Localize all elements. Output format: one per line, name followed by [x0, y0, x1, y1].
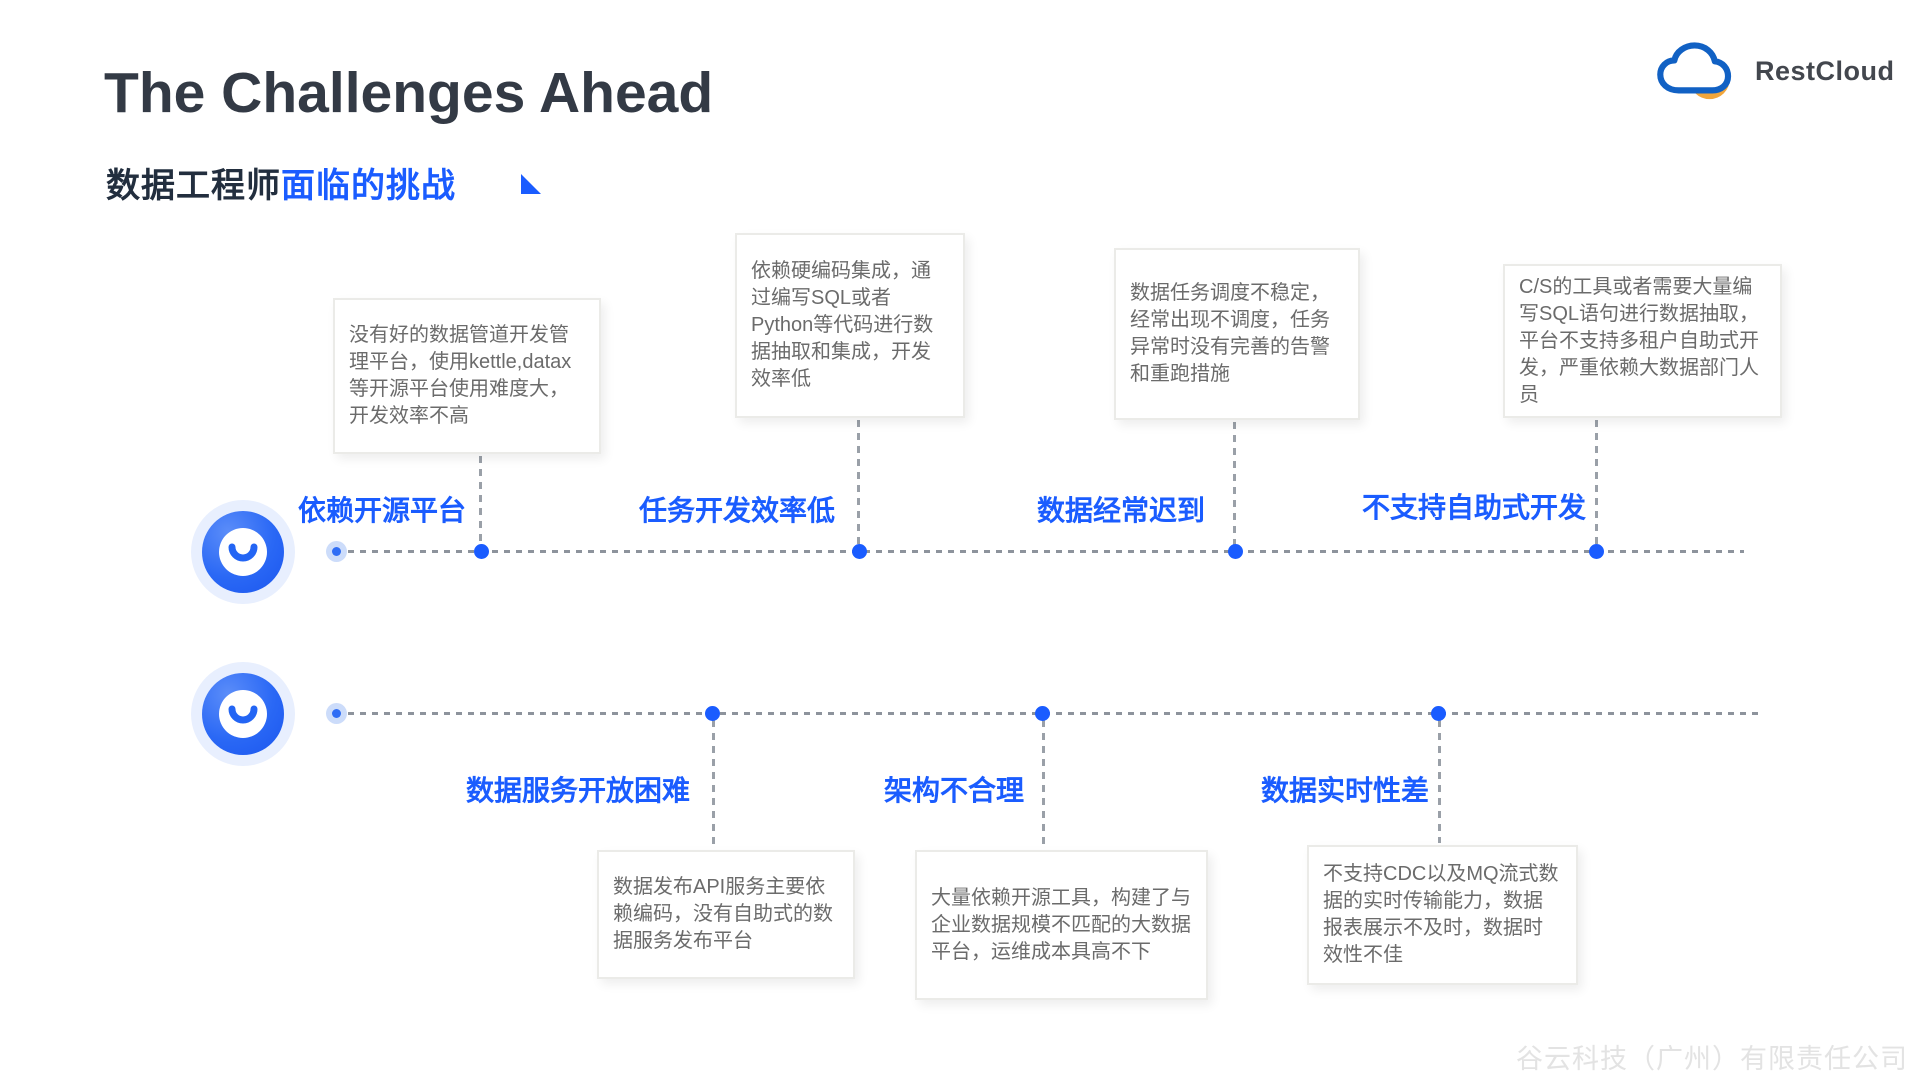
note-box: 大量依赖开源工具，构建了与企业数据规模不匹配的大数据平台，运维成本具高不下 — [915, 850, 1208, 1000]
smile-arc-icon — [228, 543, 258, 562]
note-box: 没有好的数据管道开发管理平台，使用kettle,datax等开源平台使用难度大，… — [333, 298, 601, 454]
note-text: 不支持CDC以及MQ流式数据的实时传输能力，数据报表展示不及时，数据时效性不佳 — [1323, 863, 1559, 966]
subtitle-dark-text: 数据工程师 — [106, 167, 281, 205]
note-text: 大量依赖开源工具，构建了与企业数据规模不匹配的大数据平台，运维成本具高不下 — [931, 886, 1191, 963]
note-text: C/S的工具或者需要大量编写SQL语句进行数据抽取，平台不支持多租户自助式开发，… — [1519, 275, 1760, 406]
note-box: 数据发布API服务主要依赖编码，没有自助式的数据服务发布平台 — [597, 850, 855, 979]
timeline-dot — [1431, 706, 1446, 721]
challenge-label: 架构不合理 — [883, 775, 1024, 806]
badge-ring — [202, 511, 284, 593]
note-box: 数据任务调度不稳定，经常出现不调度，任务异常时没有完善的告警和重跑措施 — [1114, 248, 1360, 420]
timeline-dot — [1228, 544, 1243, 559]
timeline-dot — [474, 544, 489, 559]
timeline-top-line — [336, 550, 1744, 553]
cloud-logo-icon — [1657, 42, 1732, 100]
challenge-label: 任务开发效率低 — [638, 495, 835, 526]
connector-line — [479, 456, 482, 546]
timeline-start-dot — [326, 703, 347, 724]
challenge-label: 依赖开源平台 — [297, 495, 466, 526]
challenge-label: 数据实时性差 — [1260, 775, 1429, 806]
smile-badge-icon — [191, 500, 295, 604]
challenge-label: 数据服务开放困难 — [465, 775, 690, 806]
badge-face — [219, 528, 267, 576]
connector-line — [857, 420, 860, 546]
connector-line — [1595, 420, 1598, 546]
subtitle-highlight-text: 面临的挑战 — [281, 167, 456, 205]
timeline-dot — [705, 706, 720, 721]
connector-line — [1042, 720, 1045, 848]
timeline-dot — [1035, 706, 1050, 721]
note-box: 不支持CDC以及MQ流式数据的实时传输能力，数据报表展示不及时，数据时效性不佳 — [1307, 845, 1578, 985]
brand-name: RestCloud — [1755, 55, 1895, 86]
note-box: 依赖硬编码集成，通过编写SQL或者Python等代码进行数据抽取和集成，开发效率… — [735, 233, 965, 418]
dot-core — [332, 709, 341, 718]
page-title: The Challenges Ahead — [104, 61, 714, 125]
smile-badge-icon — [191, 662, 295, 766]
connector-line — [1233, 422, 1236, 546]
timeline-start-dot — [326, 541, 347, 562]
note-text: 没有好的数据管道开发管理平台，使用kettle,datax等开源平台使用难度大，… — [349, 324, 572, 427]
note-text: 数据任务调度不稳定，经常出现不调度，任务异常时没有完善的告警和重跑措施 — [1130, 282, 1330, 385]
note-text: 依赖硬编码集成，通过编写SQL或者Python等代码进行数据抽取和集成，开发效率… — [751, 260, 934, 390]
challenge-label: 数据经常迟到 — [1036, 495, 1205, 526]
triangle-accent-icon — [521, 174, 541, 194]
note-text: 数据发布API服务主要依赖编码，没有自助式的数据服务发布平台 — [613, 876, 833, 952]
page-subtitle: 数据工程师面临的挑战 — [106, 158, 456, 207]
company-footer: 谷云科技（广州）有限责任公司 — [1516, 1044, 1908, 1074]
timeline-dot — [852, 544, 867, 559]
dot-core — [332, 547, 341, 556]
badge-ring — [202, 673, 284, 755]
connector-line — [712, 720, 715, 848]
note-box: C/S的工具或者需要大量编写SQL语句进行数据抽取，平台不支持多租户自助式开发，… — [1503, 264, 1782, 418]
badge-face — [219, 690, 267, 738]
smile-arc-icon — [228, 705, 258, 724]
brand-logo: RestCloud — [1655, 40, 1895, 102]
timeline-dot — [1589, 544, 1604, 559]
connector-line — [1438, 720, 1441, 843]
challenge-label: 不支持自助式开发 — [1361, 492, 1586, 523]
